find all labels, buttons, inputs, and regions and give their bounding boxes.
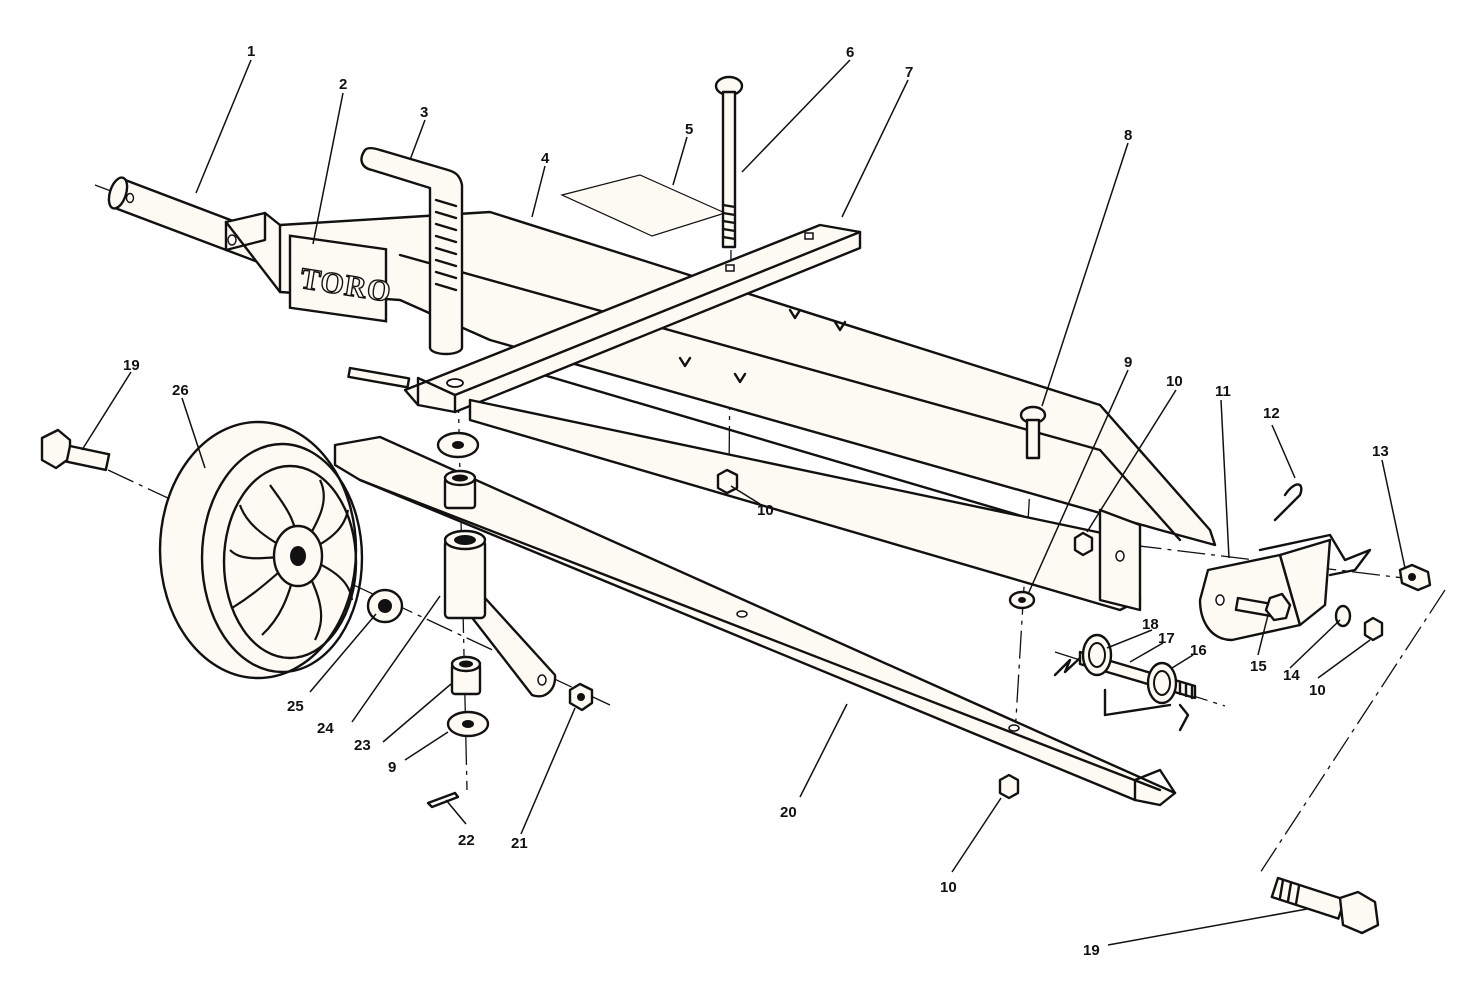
toro-nameplate — [288, 234, 388, 323]
callout-9-caster: 9 — [388, 759, 396, 776]
callout-4: 4 — [541, 150, 550, 167]
spacer-washer-16 — [1146, 661, 1178, 705]
leader-lines — [81, 59, 1406, 946]
lower-washer — [446, 710, 490, 738]
cross-bar — [403, 223, 862, 414]
callout-15: 15 — [1250, 658, 1267, 675]
caster-arm — [443, 529, 557, 698]
washer-rail — [1008, 590, 1036, 610]
hair-pin-clip — [1273, 483, 1303, 522]
callout-21: 21 — [511, 835, 528, 852]
nut-lower — [998, 773, 1020, 800]
callout-10-lower: 10 — [940, 879, 957, 896]
callout-26: 26 — [172, 382, 189, 399]
callout-5: 5 — [685, 121, 693, 138]
wheel — [158, 420, 364, 680]
callout-19-right: 19 — [1083, 942, 1100, 959]
lock-nut-wheel — [568, 682, 594, 712]
callout-11: 11 — [1215, 383, 1231, 400]
lower-rail — [333, 435, 1177, 807]
callout-23: 23 — [354, 737, 371, 754]
callout-22: 22 — [458, 832, 475, 849]
callout-6: 6 — [846, 44, 854, 61]
nut-center — [716, 468, 739, 495]
callout-16: 16 — [1190, 642, 1207, 659]
callout-13: 13 — [1372, 443, 1389, 460]
carriage-bolt-short — [1019, 405, 1047, 460]
threaded-stud — [347, 366, 411, 389]
callout-18: 18 — [1142, 616, 1159, 633]
callout-24: 24 — [317, 720, 334, 737]
callout-1: 1 — [247, 43, 255, 60]
callout-20: 20 — [780, 804, 797, 821]
main-frame: TORO — [224, 210, 1217, 547]
callout-10-upper: 10 — [1166, 373, 1183, 390]
decal — [560, 174, 727, 237]
shoulder-bolt — [1234, 592, 1292, 622]
axle-bolt-right — [1270, 876, 1380, 935]
callout-10-right: 10 — [1309, 682, 1326, 699]
upper-washer — [436, 431, 480, 459]
callout-12: 12 — [1263, 405, 1280, 422]
callout-7: 7 — [905, 64, 913, 81]
upper-bushing — [443, 469, 477, 510]
adjust-rod — [360, 146, 464, 356]
nut-upper-right — [1073, 531, 1094, 557]
callout-19-left: 19 — [123, 357, 140, 374]
cotter-pin — [426, 791, 460, 809]
spacer-13 — [1398, 563, 1432, 592]
nut-right — [1363, 616, 1384, 642]
callout-14: 14 — [1283, 667, 1300, 684]
axle-bolt-left — [40, 428, 111, 472]
spacer-washer-18 — [1081, 633, 1113, 677]
callout-labels: 1 2 3 4 5 6 7 8 9 10 11 12 13 19 26 10 1… — [123, 43, 1389, 959]
carriage-bolt-long — [714, 75, 744, 249]
callout-25: 25 — [287, 698, 304, 715]
callout-9-rail: 9 — [1124, 354, 1132, 371]
callout-8: 8 — [1124, 127, 1132, 144]
lower-bushing — [450, 655, 482, 696]
callout-3: 3 — [420, 104, 428, 121]
callout-17: 17 — [1158, 630, 1175, 647]
callout-10-center: 10 — [757, 502, 774, 519]
wheel-washer — [366, 588, 404, 624]
callout-2: 2 — [339, 76, 347, 93]
upper-rail — [468, 398, 1142, 612]
flat-washer-14 — [1334, 604, 1352, 628]
